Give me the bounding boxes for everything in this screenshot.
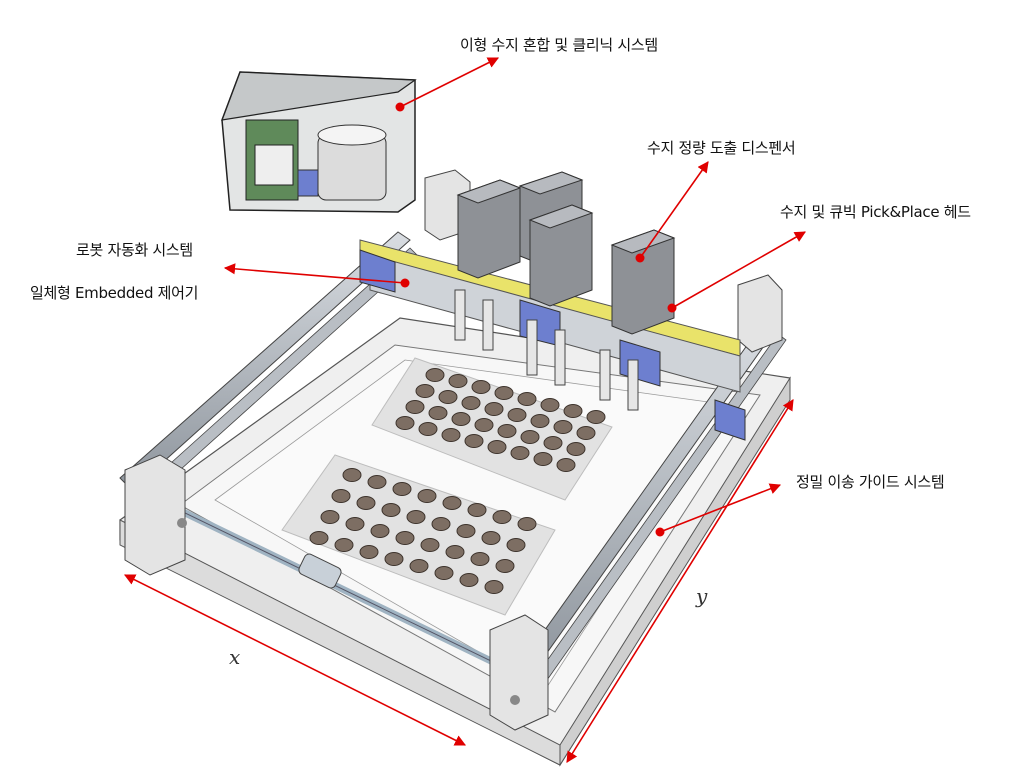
tray-well bbox=[533, 452, 553, 466]
arrow-mixing bbox=[399, 57, 500, 108]
tray-well bbox=[451, 412, 471, 426]
tray-well bbox=[530, 414, 550, 428]
tray-well bbox=[370, 524, 390, 538]
annotation-arrows bbox=[123, 57, 806, 763]
tray-well bbox=[345, 517, 365, 531]
tray-well bbox=[442, 496, 462, 510]
tray-well bbox=[417, 489, 437, 503]
tray-well bbox=[334, 538, 354, 552]
tray-well bbox=[405, 400, 425, 414]
tray-well bbox=[395, 416, 415, 430]
tray-well bbox=[415, 384, 435, 398]
tray-well bbox=[395, 531, 415, 545]
label-guide-system: 정밀 이송 가이드 시스템 bbox=[796, 473, 945, 491]
label-robot-automation: 로봇 자동화 시스템 bbox=[76, 241, 193, 259]
tray-well bbox=[420, 538, 440, 552]
tray-well bbox=[461, 396, 481, 410]
tray-well bbox=[384, 552, 404, 566]
tray-well bbox=[484, 402, 504, 416]
tray-well bbox=[520, 430, 540, 444]
tray-well bbox=[586, 410, 606, 424]
arrow-axis-y bbox=[566, 399, 794, 763]
tray-well bbox=[467, 503, 487, 517]
tray-well bbox=[331, 489, 351, 503]
tray-well bbox=[359, 545, 379, 559]
tray-well bbox=[507, 408, 527, 422]
tray-well bbox=[553, 420, 573, 434]
tray-well bbox=[431, 517, 451, 531]
tray-well bbox=[448, 374, 468, 388]
tray-well bbox=[517, 392, 537, 406]
tray-well bbox=[492, 510, 512, 524]
tray-well bbox=[409, 559, 429, 573]
tray-well bbox=[556, 458, 576, 472]
tray-well bbox=[506, 538, 526, 552]
tray-well bbox=[481, 531, 501, 545]
tray-well bbox=[445, 545, 465, 559]
arrow-pick-place bbox=[671, 231, 806, 309]
tray-well bbox=[406, 510, 426, 524]
axis-label-x: x bbox=[229, 645, 241, 669]
tray-well bbox=[517, 517, 537, 531]
tray-well bbox=[576, 426, 596, 440]
tray-well bbox=[495, 559, 515, 573]
tray-well bbox=[309, 531, 329, 545]
tray-well bbox=[543, 436, 563, 450]
dispenser-units bbox=[456, 171, 676, 335]
tray-well bbox=[497, 424, 517, 438]
tray-well bbox=[471, 380, 491, 394]
label-embedded-controller: 일체형 Embedded 제어기 bbox=[30, 284, 199, 302]
tray-well bbox=[494, 386, 514, 400]
tray-well bbox=[459, 573, 479, 587]
tray-well bbox=[566, 442, 586, 456]
tray-well bbox=[563, 404, 583, 418]
label-mixing-system: 이형 수지 혼합 및 클리닉 시스템 bbox=[460, 36, 658, 54]
tray-well bbox=[540, 398, 560, 412]
tray-well bbox=[484, 580, 504, 594]
tray-well bbox=[438, 390, 458, 404]
tray-well bbox=[474, 418, 494, 432]
tray-well bbox=[456, 524, 476, 538]
tray-well bbox=[434, 566, 454, 580]
label-dispenser: 수지 정량 도출 디스펜서 bbox=[647, 139, 796, 157]
axis-label-y: y bbox=[696, 584, 708, 608]
tray-well bbox=[470, 552, 490, 566]
tray-well bbox=[320, 510, 340, 524]
arrow-axis-x bbox=[123, 574, 467, 746]
tray-well bbox=[381, 503, 401, 517]
tray-well bbox=[367, 475, 387, 489]
annotation-dots bbox=[395, 102, 677, 537]
arrow-dispenser bbox=[639, 161, 709, 259]
tray-well bbox=[464, 434, 484, 448]
arrow-robot bbox=[223, 263, 406, 284]
mixing-box bbox=[221, 71, 417, 213]
tray-well bbox=[425, 368, 445, 382]
tray-well bbox=[342, 468, 362, 482]
nozzles bbox=[454, 289, 639, 411]
tray-well bbox=[510, 446, 530, 460]
tray-well bbox=[428, 406, 448, 420]
tray-well bbox=[487, 440, 507, 454]
tray-well bbox=[356, 496, 376, 510]
tray-well bbox=[441, 428, 461, 442]
label-pick-place-head: 수지 및 큐빅 Pick&Place 헤드 bbox=[780, 203, 971, 221]
corner-blocks bbox=[124, 169, 783, 731]
tray-well bbox=[392, 482, 412, 496]
tray-well bbox=[418, 422, 438, 436]
